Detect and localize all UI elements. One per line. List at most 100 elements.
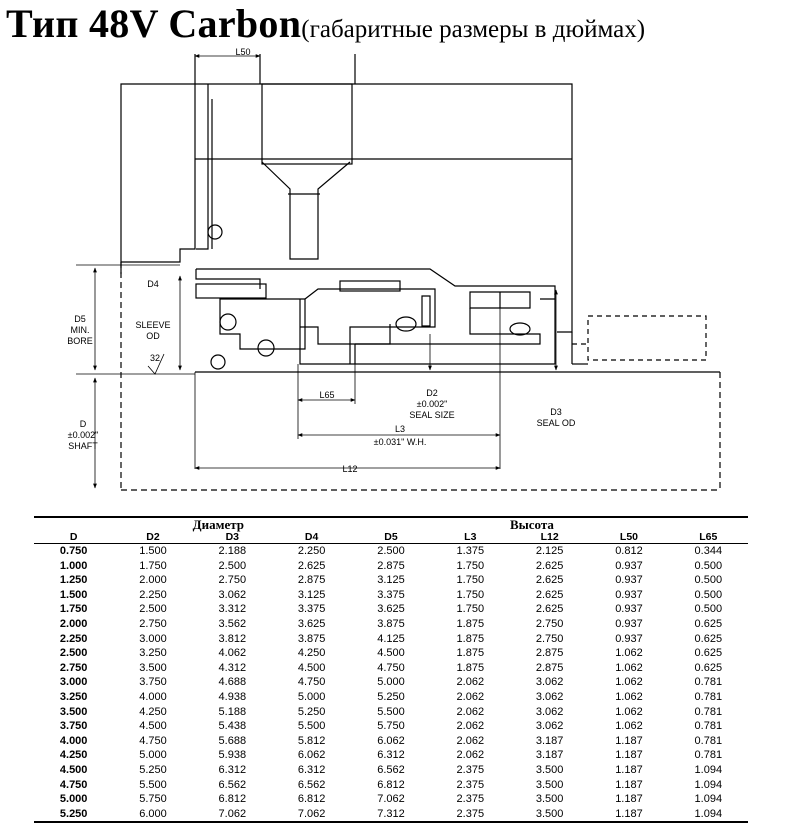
table-cell-l12: 3.500 [535,763,564,776]
table-cell-l12: 2.875 [535,647,564,660]
table-cell-l65: 0.781 [694,705,723,718]
table-cell-l65: 1.094 [694,763,723,776]
table-cell-l12: 3.062 [535,720,564,733]
table-cell-d5: 7.062 [377,793,405,806]
table-cell-d4: 6.562 [297,778,326,791]
table-cell-d3: 4.062 [218,647,247,660]
table-cell-d4: 5.500 [297,720,326,733]
table-cell-d3: 6.562 [218,778,247,791]
label-finish: 32 [150,353,160,363]
label-d2: D2 [426,388,438,398]
table-cell-l65: 0.781 [694,749,723,762]
table-cell-d4: 6.812 [297,793,326,806]
table-cell-d4: 2.625 [297,559,326,572]
column-header-l65: L65 [668,531,748,544]
label-l12: L12 [342,464,357,474]
table-cell-d: 1.500 [59,588,88,601]
table-cell-d5: 3.375 [377,588,405,601]
table-cell-d5: 3.875 [377,617,405,630]
table-cell-l50: 0.937 [615,617,643,630]
table-cell-l50: 1.187 [615,778,643,791]
table-cell-d: 2.750 [59,661,88,674]
table-cell-d5: 5.500 [377,705,405,718]
table-cell-d3: 5.188 [218,705,247,718]
table-cell-d4: 2.875 [297,574,326,587]
table-cell-l50: 0.937 [615,603,643,616]
table-cell-l3: 2.062 [456,705,485,718]
table-cell-l12: 3.187 [535,749,564,762]
table-cell-d4: 6.312 [297,763,326,776]
table-cell-l65: 0.625 [694,661,723,674]
table-cell-d4: 4.250 [297,647,326,660]
table-cell-d3: 4.938 [218,690,247,703]
table-cell-d2: 4.750 [139,734,167,747]
table-cell-d2: 2.750 [139,617,167,630]
table-cell-l50: 1.062 [615,647,643,660]
label-d2-tol: ±0.002" [417,399,448,409]
table-cell-l50: 0.937 [615,574,643,587]
table-cell-d5: 2.500 [377,545,405,557]
label-d5: D5 [74,314,86,324]
table-cell-d4: 5.812 [297,734,326,747]
table-cell-d: 0.750 [59,545,88,557]
bore-outline [195,83,573,333]
table-cell-l65: 0.500 [694,574,723,587]
label-d5-bore: BORE [67,336,93,346]
table-cell-d3: 2.188 [218,545,247,557]
table-cell-d4: 3.625 [297,617,326,630]
group-diameter: Диаметр [192,517,244,532]
table-cell-d2: 4.500 [139,720,167,733]
oring-circle-1 [219,313,237,331]
table-cell-d3: 4.688 [218,676,247,689]
table-cell-l12: 2.625 [535,603,564,616]
table-cell-d3: 2.500 [218,559,247,572]
oring-circle-2 [257,339,275,357]
column-header-l3: L3 [430,531,510,544]
seal-dimension-drawing: L50 D5 MIN. BORE D4 SLEEVE OD 32 D ±0.00… [67,47,721,491]
table-cell-d2: 3.500 [139,661,167,674]
page-title: Тип 48V Carbon(габаритные размеры в дюйм… [6,0,646,46]
table-cell-l3: 1.875 [456,617,485,630]
table-cell-d: 3.250 [59,690,88,703]
table-cell-l12: 3.062 [535,705,564,718]
table-cell-l3: 1.750 [456,574,485,587]
table-cell-d3: 5.938 [218,749,247,762]
table-cell-d2: 3.750 [139,676,167,689]
label-l3-tol: ±0.031" W.H. [374,437,427,447]
table-cell-l50: 1.062 [615,690,643,703]
table-cell-l3: 2.375 [456,763,485,776]
table-cell-l65: 0.781 [694,734,723,747]
table-cell-d: 1.000 [59,559,88,572]
table-cell-l50: 1.062 [615,676,643,689]
table-cell-l50: 0.937 [615,588,643,601]
table-cell-d5: 6.312 [377,749,405,762]
table-cell-l50: 1.187 [589,806,669,824]
table-cell-d5: 2.875 [377,559,405,572]
table-cell-d2: 1.750 [139,559,167,572]
column-header-d3: D3 [192,531,272,544]
table-cell-d2: 5.500 [139,778,167,791]
title-sub: (габаритные размеры в дюймах) [301,16,646,43]
table-cell-l50: 1.062 [615,705,643,718]
table-cell-d: 1.250 [59,574,88,587]
oring-circle-3 [395,316,417,332]
table-cell-l3: 2.375 [456,778,485,791]
table-cell-d: 4.000 [59,734,88,747]
table-cell-l65: 0.344 [694,545,723,557]
table-cell-d5: 6.812 [377,778,405,791]
table-cell-d: 4.500 [59,763,88,776]
table-cell-d3: 6.812 [218,793,247,806]
title-main: Тип 48V Carbon [6,1,302,46]
table-cell-d5: 4.750 [377,661,405,674]
